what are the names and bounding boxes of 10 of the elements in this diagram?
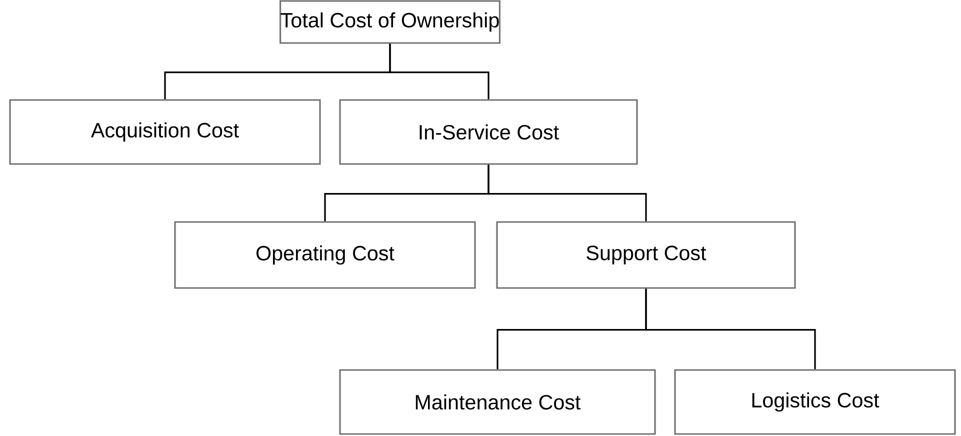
cost-box: Operating Cost (174, 221, 476, 289)
cost-box: Support Cost (496, 221, 796, 289)
connector-line (389, 44, 490, 100)
connector-line (488, 164, 647, 222)
cost-box: Acquisition Cost (9, 99, 321, 165)
cost-box: Total Cost of Ownership (280, 0, 500, 44)
cost-box: In-Service Cost (339, 99, 638, 165)
connector-line (645, 288, 816, 370)
cost-box: Maintenance Cost (339, 369, 656, 435)
cost-box: Logistics Cost (674, 369, 956, 435)
